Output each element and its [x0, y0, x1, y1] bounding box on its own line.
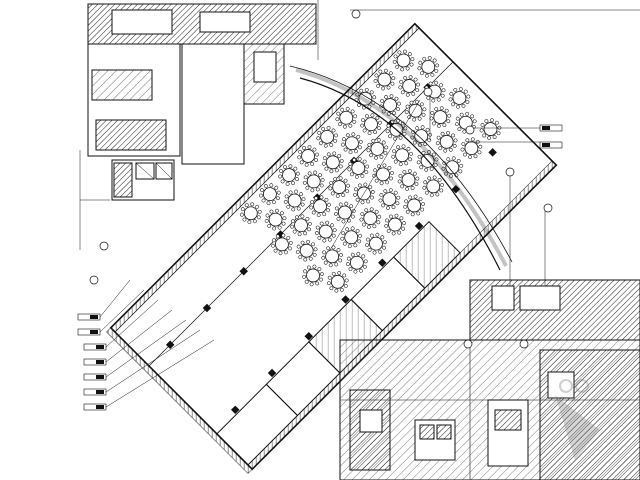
- annotation-tag: [77, 279, 131, 321]
- grid-bubble: [463, 339, 473, 349]
- banquet-table: [302, 264, 324, 287]
- banquet-table: [322, 151, 344, 174]
- banquet-table: [259, 183, 281, 205]
- column: [304, 332, 314, 341]
- banquet-table: [341, 132, 363, 154]
- banquet-table: [378, 188, 401, 210]
- banquet-table: [417, 56, 440, 78]
- grid-bubble: [465, 125, 475, 135]
- banquet-table: [391, 144, 413, 166]
- banquet-table: [278, 164, 300, 186]
- banquet-table: [315, 220, 337, 243]
- banquet-hall: [106, 22, 558, 474]
- annotation-tag: [83, 299, 159, 351]
- grid-bubble: [89, 275, 99, 285]
- banquet-table: [271, 233, 293, 256]
- banquet-table: [422, 175, 444, 198]
- grid-bubble: [351, 9, 361, 19]
- banquet-table: [264, 208, 287, 231]
- annotation-tags-left: [77, 279, 215, 411]
- banquet-table: [290, 214, 312, 236]
- grid-bubble: [423, 87, 433, 97]
- banquet-table: [240, 202, 262, 224]
- banquet-table: [379, 94, 401, 116]
- column: [267, 368, 277, 378]
- banquet-table: [346, 251, 368, 274]
- grid-bubble: [99, 241, 109, 251]
- banquet-table: [347, 157, 370, 179]
- service-rooms: [216, 221, 461, 466]
- banquet-table: [479, 118, 502, 140]
- banquet-table: [460, 137, 483, 159]
- banquet-table: [327, 271, 349, 293]
- grid-bubble: [543, 203, 553, 213]
- banquet-table: [372, 163, 394, 186]
- banquet-table: [373, 68, 396, 91]
- grid-lines: [79, 0, 640, 300]
- banquet-table: [360, 113, 382, 135]
- grid-bubble: [519, 339, 529, 349]
- banquet-table: [316, 126, 338, 148]
- banquet-table: [340, 226, 362, 249]
- banquet-tables: [240, 49, 502, 293]
- structural-columns: [165, 83, 497, 415]
- banquet-table: [429, 106, 452, 128]
- grid-bubble: [505, 167, 515, 177]
- column: [414, 221, 424, 231]
- banquet-table: [328, 176, 350, 198]
- annotation-tags-right: [539, 124, 563, 149]
- curved-facade: [299, 77, 501, 271]
- banquet-table: [335, 107, 358, 129]
- banquet-table: [448, 87, 471, 109]
- banquet-table: [295, 239, 318, 262]
- annotation-tag: [83, 309, 173, 366]
- adjacent-building: [339, 279, 640, 480]
- banquet-table: [403, 194, 425, 217]
- annotation-tag: [77, 289, 145, 336]
- banquet-table: [354, 87, 377, 110]
- core-left: [111, 159, 175, 201]
- service-block-top-left: [87, 3, 317, 165]
- column: [378, 258, 387, 267]
- column: [231, 405, 240, 415]
- column: [451, 184, 461, 194]
- banquet-table: [398, 75, 420, 97]
- banquet-table: [435, 131, 458, 153]
- banquet-table: [384, 213, 406, 236]
- grid-bubbles: [89, 9, 553, 349]
- banquet-table: [441, 156, 464, 179]
- banquet-table: [321, 245, 343, 268]
- banquet-table: [283, 189, 306, 212]
- banquet-table: [410, 125, 432, 147]
- banquet-table: [309, 195, 331, 217]
- banquet-table: [359, 207, 382, 229]
- annotation-tag: [83, 329, 201, 396]
- banquet-table: [366, 138, 389, 160]
- banquet-table: [392, 49, 415, 72]
- annotation-tag: [83, 339, 215, 411]
- banquet-table: [397, 169, 420, 191]
- banquet-table: [365, 232, 387, 255]
- column: [341, 295, 350, 304]
- annotation-tag: [539, 141, 563, 149]
- banquet-table: [334, 201, 356, 224]
- column: [202, 303, 212, 313]
- curved-facade-outer: [289, 65, 513, 263]
- banquet-table: [302, 170, 325, 193]
- column: [488, 148, 497, 157]
- annotation-tag: [83, 319, 187, 381]
- banquet-table: [297, 145, 319, 167]
- watermark-mark: [555, 379, 600, 460]
- annotation-tag: [539, 124, 563, 132]
